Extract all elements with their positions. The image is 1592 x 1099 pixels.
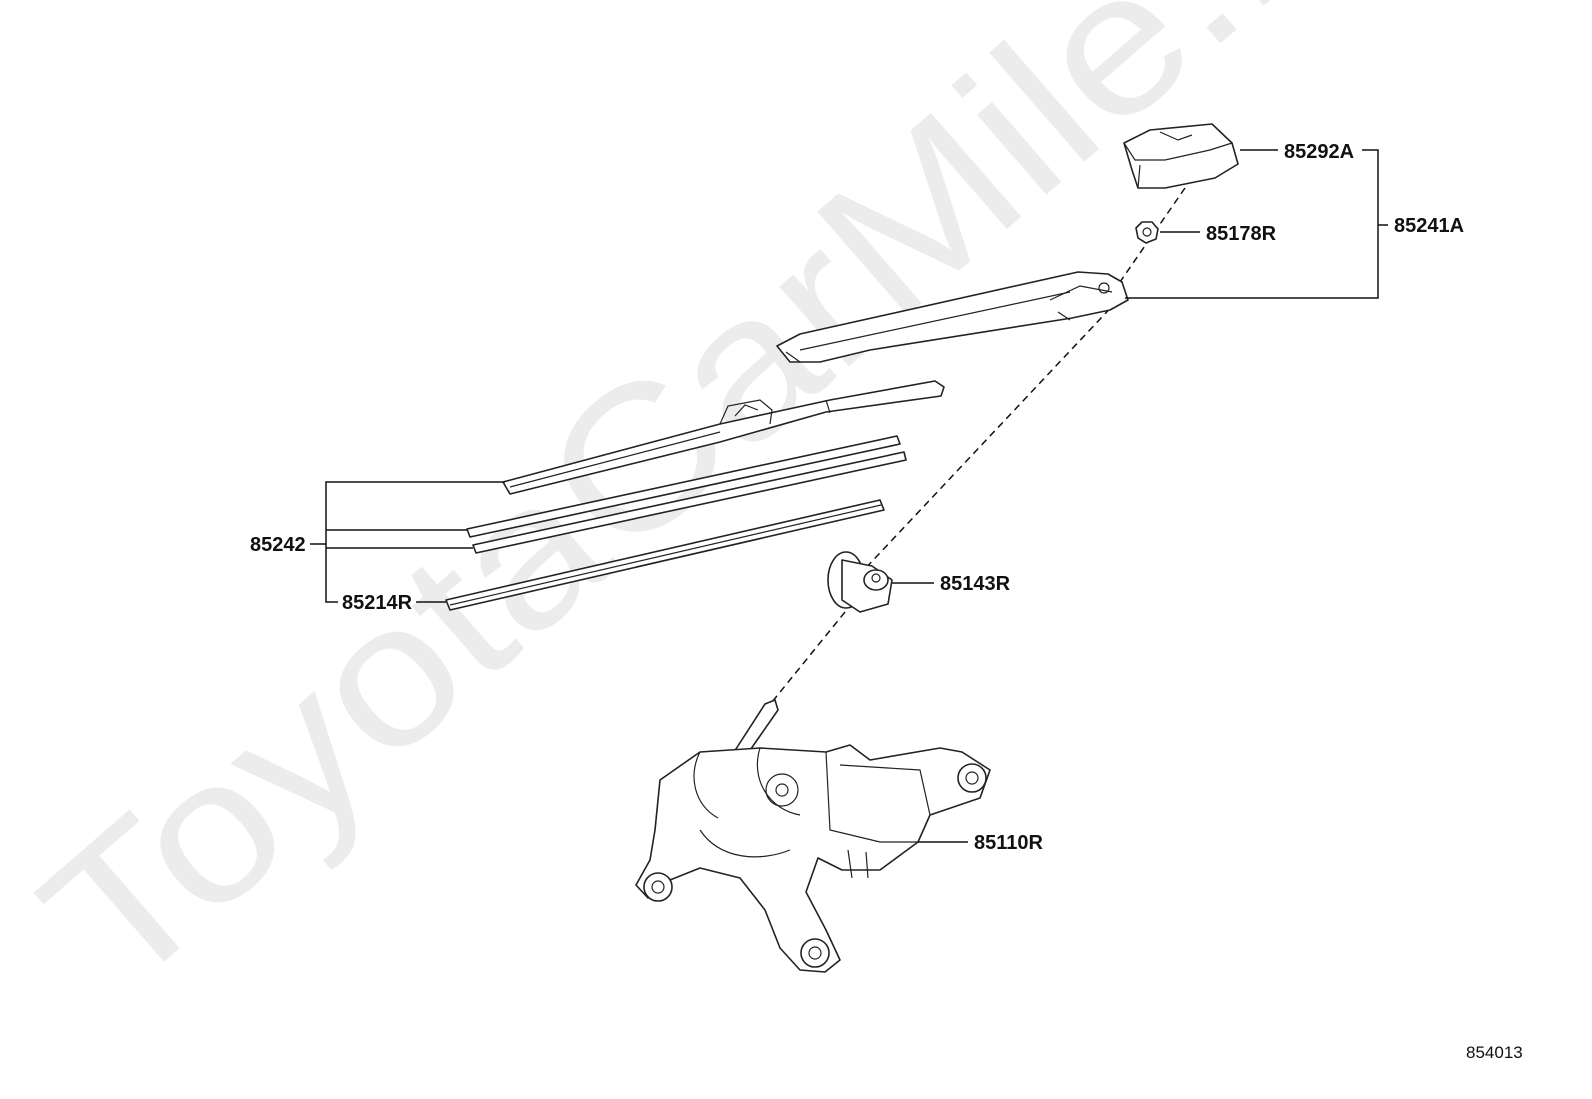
leader-lines: [310, 149, 1388, 843]
callout-85110r: 85110R: [974, 832, 1044, 854]
wiper-arm-part: [776, 271, 1129, 363]
callout-85178r: 85178R: [1206, 223, 1277, 245]
wiper-motor-part: [635, 699, 991, 973]
arm-nut-part: [1135, 221, 1159, 244]
callout-85292a: 85292A: [1284, 141, 1354, 163]
wiper-arm-cap-part: [1123, 123, 1239, 189]
assembly-axis-line: [771, 611, 846, 703]
parts-diagram: { "watermark": "ToyotaCarMile.ru", "diag…: [1, 0, 1523, 1062]
callout-85242: 85242: [250, 534, 306, 556]
wiper-blade-part: [502, 380, 945, 495]
assembly-axis-line: [861, 299, 1119, 573]
blade-rubber-strips: [445, 435, 907, 611]
diagram-svg: ToyotaCarMile.ru: [2, 0, 1523, 1062]
callout-85241a: 85241A: [1394, 215, 1464, 237]
callout-85214r: 85214R: [342, 592, 413, 614]
callout-85143r: 85143R: [940, 573, 1011, 595]
pivot-cap-part: [827, 551, 893, 613]
diagram-id: 854013: [1466, 1043, 1523, 1062]
